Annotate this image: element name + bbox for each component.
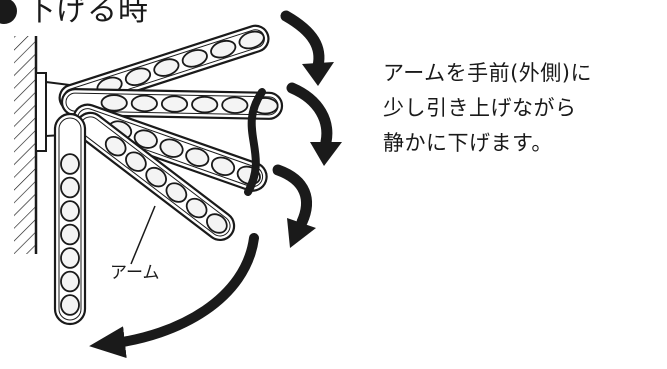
arm-hole [130,94,158,113]
arm-position-lowered [53,112,87,326]
arm-label: アーム [110,263,160,283]
instruction-line: 少し引き上げながら [383,96,577,120]
arm-position-horizontal [60,88,284,120]
arm-hole [145,166,167,188]
arm-hole [159,138,184,158]
motion-arrow-third [272,164,316,248]
arm-hole [153,58,180,77]
bullet-icon [0,0,17,24]
arm-hole [60,247,80,269]
arm-hole [60,153,80,175]
motion-arrow-upper [280,10,334,86]
arm-hole [133,129,158,149]
arm-hole [210,156,236,176]
arm-position-steep [75,111,236,242]
arm-hole [165,182,188,203]
arm-hole [191,95,219,114]
arm-hole [221,96,249,114]
motion-arrow-lower [89,233,259,359]
arm-hole [185,147,210,167]
arm-hole [125,151,147,172]
arm-hole [210,39,237,59]
arm-hole [60,176,80,199]
arm-hole [60,200,80,222]
arm-label-leader [130,205,156,265]
arm-hole [100,94,128,112]
arm-hole [104,135,127,157]
section-title-text: 下げる時 [25,0,149,28]
motion-arrow-second [286,82,342,166]
motion-arrow-back [244,88,266,196]
instruction-line: 静かに下げます。 [383,131,553,155]
arm-hole [238,30,265,50]
arm-hole [206,213,228,234]
instruction-text: アームを手前(外側)に 少し引き上げながら 静かに下げます。 [383,56,663,161]
arm-hole [60,270,80,293]
arm-hole [160,95,189,113]
arm-hole [181,49,208,68]
arm-hole [60,294,80,316]
arm-hole [185,197,208,219]
instruction-line: アームを手前(外側)に [383,61,592,85]
section-title: 下げる時 [0,0,149,31]
wall-hatching [14,36,36,254]
arm-hole [60,223,80,246]
arm-hole [124,67,152,87]
